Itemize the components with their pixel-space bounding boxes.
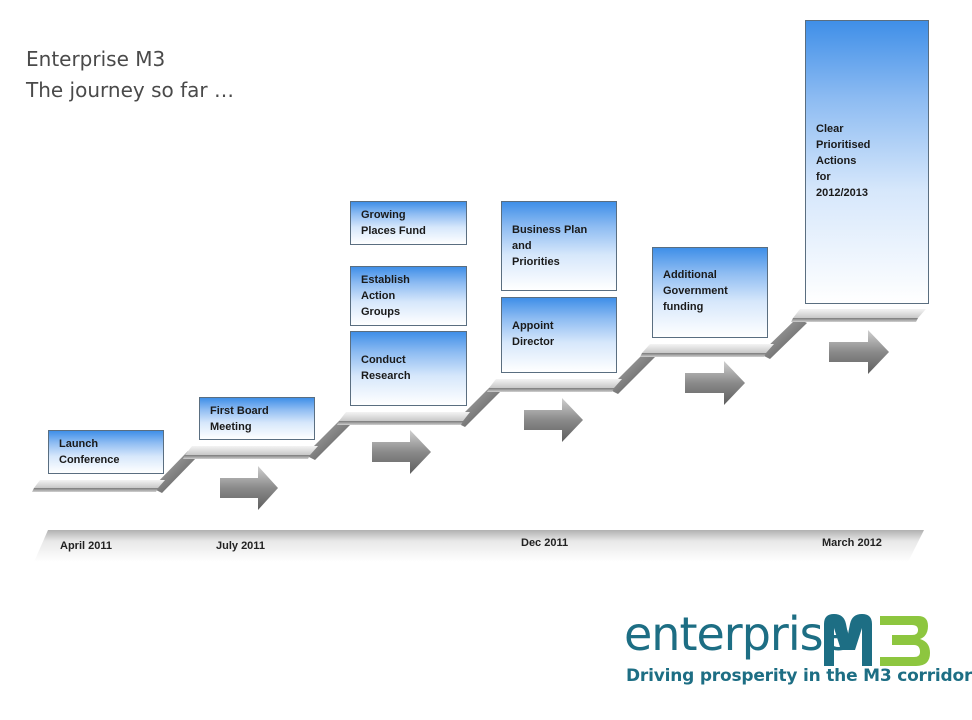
milestone-growing-places-fund: Growing Places Fund <box>350 201 467 245</box>
date-label-july-2011: July 2011 <box>216 540 265 552</box>
milestone-clear-prioritised-actions: Clear Prioritised Actions for 2012/2013 <box>805 20 929 304</box>
milestone-additional-government-funding: Additional Government funding <box>652 247 768 338</box>
date-label-dec-2011: Dec 2011 <box>521 537 569 549</box>
milestone-launch-conference: Launch Conference <box>48 430 164 474</box>
stair-riser <box>305 418 352 460</box>
stair-riser <box>455 385 502 427</box>
title-line-2: The journey so far … <box>26 78 234 102</box>
arrow-right-icon <box>829 330 889 374</box>
stair-riser <box>760 318 807 359</box>
stair-riser <box>152 451 198 493</box>
arrow-right-icon <box>220 466 278 510</box>
timeline-bar <box>34 530 924 562</box>
arrow-right-icon <box>685 361 745 405</box>
arrow-right-icon <box>372 430 431 474</box>
stair-riser <box>608 352 655 394</box>
step-1 <box>32 480 165 492</box>
step-6 <box>791 309 926 322</box>
step-4 <box>487 379 622 392</box>
date-label-march-2012: March 2012 <box>822 537 882 549</box>
step-2 <box>183 446 318 459</box>
date-label-april-2011: April 2011 <box>60 540 112 552</box>
logo-tagline: Driving prosperity in the M3 corridor <box>626 666 972 686</box>
step-3 <box>337 412 470 425</box>
page-title: Enterprise M3 The journey so far … <box>26 44 234 106</box>
arrow-right-icon <box>524 398 583 442</box>
milestone-first-board-meeting: First Board Meeting <box>199 397 315 440</box>
milestone-appoint-director: Appoint Director <box>501 297 617 373</box>
milestone-business-plan: Business Plan and Priorities <box>501 201 617 291</box>
step-5 <box>640 344 774 357</box>
title-line-1: Enterprise M3 <box>26 47 166 71</box>
m3-mark-icon <box>824 614 930 666</box>
enterprise-m3-logo: enterprise Driving prosperity in the M3 … <box>624 604 972 694</box>
milestone-conduct-research: Conduct Research <box>350 331 467 406</box>
milestone-establish-action-groups: Establish Action Groups <box>350 266 467 326</box>
logo-wordmark: enterprise <box>624 607 851 661</box>
